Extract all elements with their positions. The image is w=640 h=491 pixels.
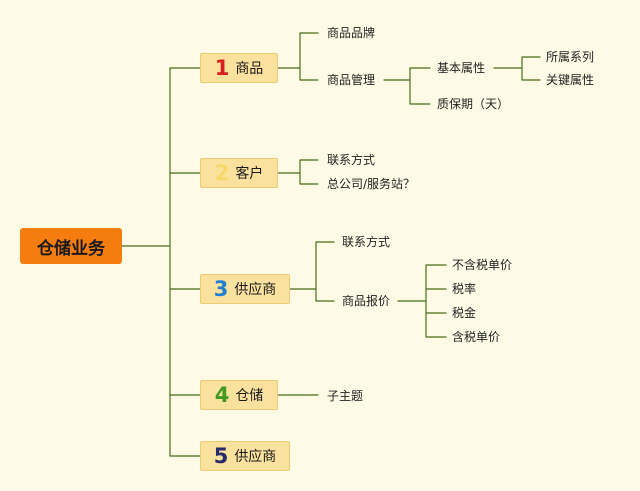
leaf-product-mgmt[interactable]: 商品管理: [327, 73, 376, 87]
leaf-tax-amount[interactable]: 税金: [452, 306, 477, 320]
leaf-quote[interactable]: 商品报价: [342, 294, 391, 308]
category-number-5: 5: [213, 444, 229, 468]
leaf-key-attrs[interactable]: 关键属性: [546, 73, 595, 87]
category-node-2[interactable]: 2 客户: [200, 158, 278, 188]
category-label-5: 供应商: [234, 449, 277, 465]
category-number-4: 4: [214, 383, 230, 407]
leaf-price-inc-tax[interactable]: 含税单价: [452, 330, 501, 344]
leaf-warranty[interactable]: 质保期（天）: [437, 97, 510, 111]
category-number-3: 3: [213, 277, 229, 301]
category-node-4[interactable]: 4 仓储: [200, 380, 278, 410]
root-node[interactable]: 仓储业务: [20, 228, 122, 264]
leaf-supplier-contact[interactable]: 联系方式: [342, 235, 391, 249]
connector-mgmt-bracket: [383, 67, 431, 105]
connector-cat3-bracket: [289, 241, 335, 302]
category-node-1[interactable]: 1 商品: [200, 53, 278, 83]
leaf-subtopic[interactable]: 子主题: [327, 389, 364, 403]
leaf-series[interactable]: 所属系列: [546, 50, 595, 64]
category-number-2: 2: [214, 161, 230, 185]
category-node-3[interactable]: 3 供应商: [200, 274, 290, 304]
category-node-5[interactable]: 5 供应商: [200, 441, 290, 471]
leaf-hq-station[interactable]: 总公司/服务站？: [327, 177, 416, 191]
leaf-tax-rate[interactable]: 税率: [452, 282, 477, 296]
connector-cat1-bracket: [277, 32, 319, 81]
category-label-3: 供应商: [234, 282, 277, 298]
connector-attr-bracket: [493, 56, 541, 81]
leaf-basic-attrs[interactable]: 基本属性: [437, 61, 486, 75]
root-label: 仓储业务: [37, 238, 105, 259]
category-number-1: 1: [214, 56, 230, 80]
connector-cat2-bracket: [277, 159, 319, 185]
category-label-4: 仓储: [235, 388, 264, 404]
leaf-customer-contact[interactable]: 联系方式: [327, 153, 376, 167]
leaf-brand[interactable]: 商品品牌: [327, 26, 376, 40]
connector-quote-bracket: [397, 264, 447, 338]
leaf-price-ex-tax[interactable]: 不含税单价: [452, 258, 513, 272]
category-label-1: 商品: [235, 61, 264, 77]
category-label-2: 客户: [235, 166, 264, 182]
